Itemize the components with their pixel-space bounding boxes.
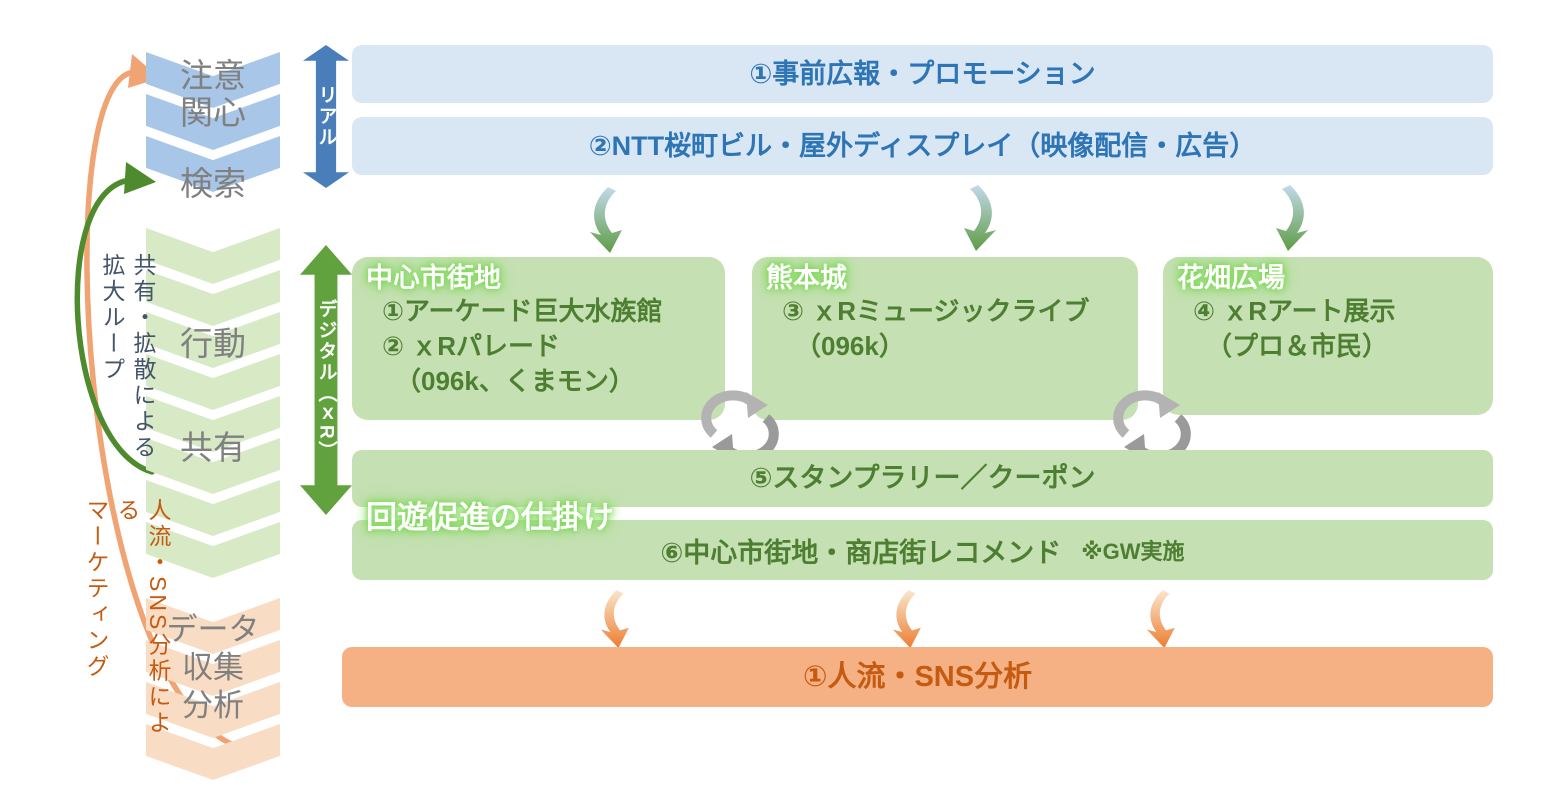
funnel-stage-data-line1: データ (166, 612, 260, 647)
share-loop-caption-line1: 共有・拡散による (130, 253, 156, 461)
promo-bar-2: ②NTT桜町ビル・屋外ディスプレイ（映像配信・広告） (352, 117, 1493, 175)
digital-channel-label: デジタル（ｘR） (315, 298, 337, 462)
recommend-bar: ⑥中心市街地・商店街レコメンド ※GW実施 (352, 520, 1493, 580)
funnel-stage-action: 行動 (180, 325, 246, 362)
funnel-stage-attention-line1: 注意 (180, 57, 246, 94)
analysis-down-arrow-middle-icon (892, 590, 921, 648)
circulation-caption: 回遊促進の仕掛け (366, 500, 614, 535)
funnel-stage-share: 共有 (180, 429, 246, 466)
marketing-loop-caption: 人流・SNS分析によるマーケティング (80, 498, 173, 750)
share-loop-caption: 共有・拡散による拡大ループ (96, 253, 158, 525)
venue-name: 中心市街地 (366, 263, 501, 293)
funnel-stage-data: データ 収集 分析 (146, 611, 280, 725)
funnel-stage-data-line2: 収集 (182, 650, 244, 685)
flow-down-arrow-middle-icon (964, 185, 996, 251)
share-loop-caption-line2: 拡大ループ (99, 253, 125, 383)
venue-item: （096k、くまモン） (382, 366, 635, 396)
marketing-loop-arc (84, 69, 239, 749)
people-flow-sns-analysis-bar: ①人流・SNS分析 (342, 647, 1493, 707)
venue-box-hanabatahiroba: 花畑広場 ④ ｘRアート展示 （プロ＆市民） (1163, 257, 1493, 415)
marketing-loop-caption-line1: 人流・SNS分析による (114, 498, 171, 737)
digital-channel-arrow: デジタル（ｘR） (300, 245, 352, 515)
venue-item: ④ ｘRアート展示 (1193, 296, 1396, 326)
funnel-stage-data-line3: 分析 (182, 688, 244, 723)
real-channel-label: リアル (315, 85, 337, 148)
share-loop-arrowhead-icon (124, 162, 156, 194)
venue-box-chushinshigaichi: 中心市街地 ①アーケード巨大水族館 ② ｘRパレード （096k、くまモン） (352, 257, 725, 420)
venue-item: （プロ＆市民） (1193, 331, 1389, 361)
analysis-down-arrow-left-icon (600, 590, 629, 648)
venue-item: （096k） (782, 331, 905, 361)
flow-down-arrow-left-icon (590, 187, 622, 253)
venue-item: ③ ｘRミュージックライブ (782, 296, 1090, 326)
funnel-stage-attention: 注意 関心 (146, 57, 280, 131)
stamp-rally-coupon-bar: ⑤スタンプラリー／クーポン (352, 450, 1493, 507)
marketing-loop-caption-line2: マーケティング (83, 498, 109, 680)
funnel-stage-search: 検索 (180, 165, 246, 202)
venue-name: 熊本城 (766, 263, 847, 293)
venue-name: 花畑広場 (1177, 263, 1285, 293)
promo-bar-1: ①事前広報・プロモーション (352, 45, 1493, 103)
recommend-bar-note: ※GW実施 (1081, 539, 1185, 564)
analysis-down-arrow-right-icon (1146, 590, 1175, 648)
venue-item: ①アーケード巨大水族館 (382, 296, 663, 326)
funnel-stage-attention-line2: 関心 (180, 94, 246, 131)
venue-box-kumamotojo: 熊本城 ③ ｘRミュージックライブ （096k） (752, 257, 1138, 420)
share-loop-arc (74, 177, 155, 475)
recommend-bar-label: ⑥中心市街地・商店街レコメンド (660, 537, 1062, 568)
real-channel-arrow: リアル (303, 45, 349, 188)
flow-down-arrow-right-icon (1276, 185, 1308, 251)
venue-item: ② ｘRパレード (382, 331, 561, 361)
